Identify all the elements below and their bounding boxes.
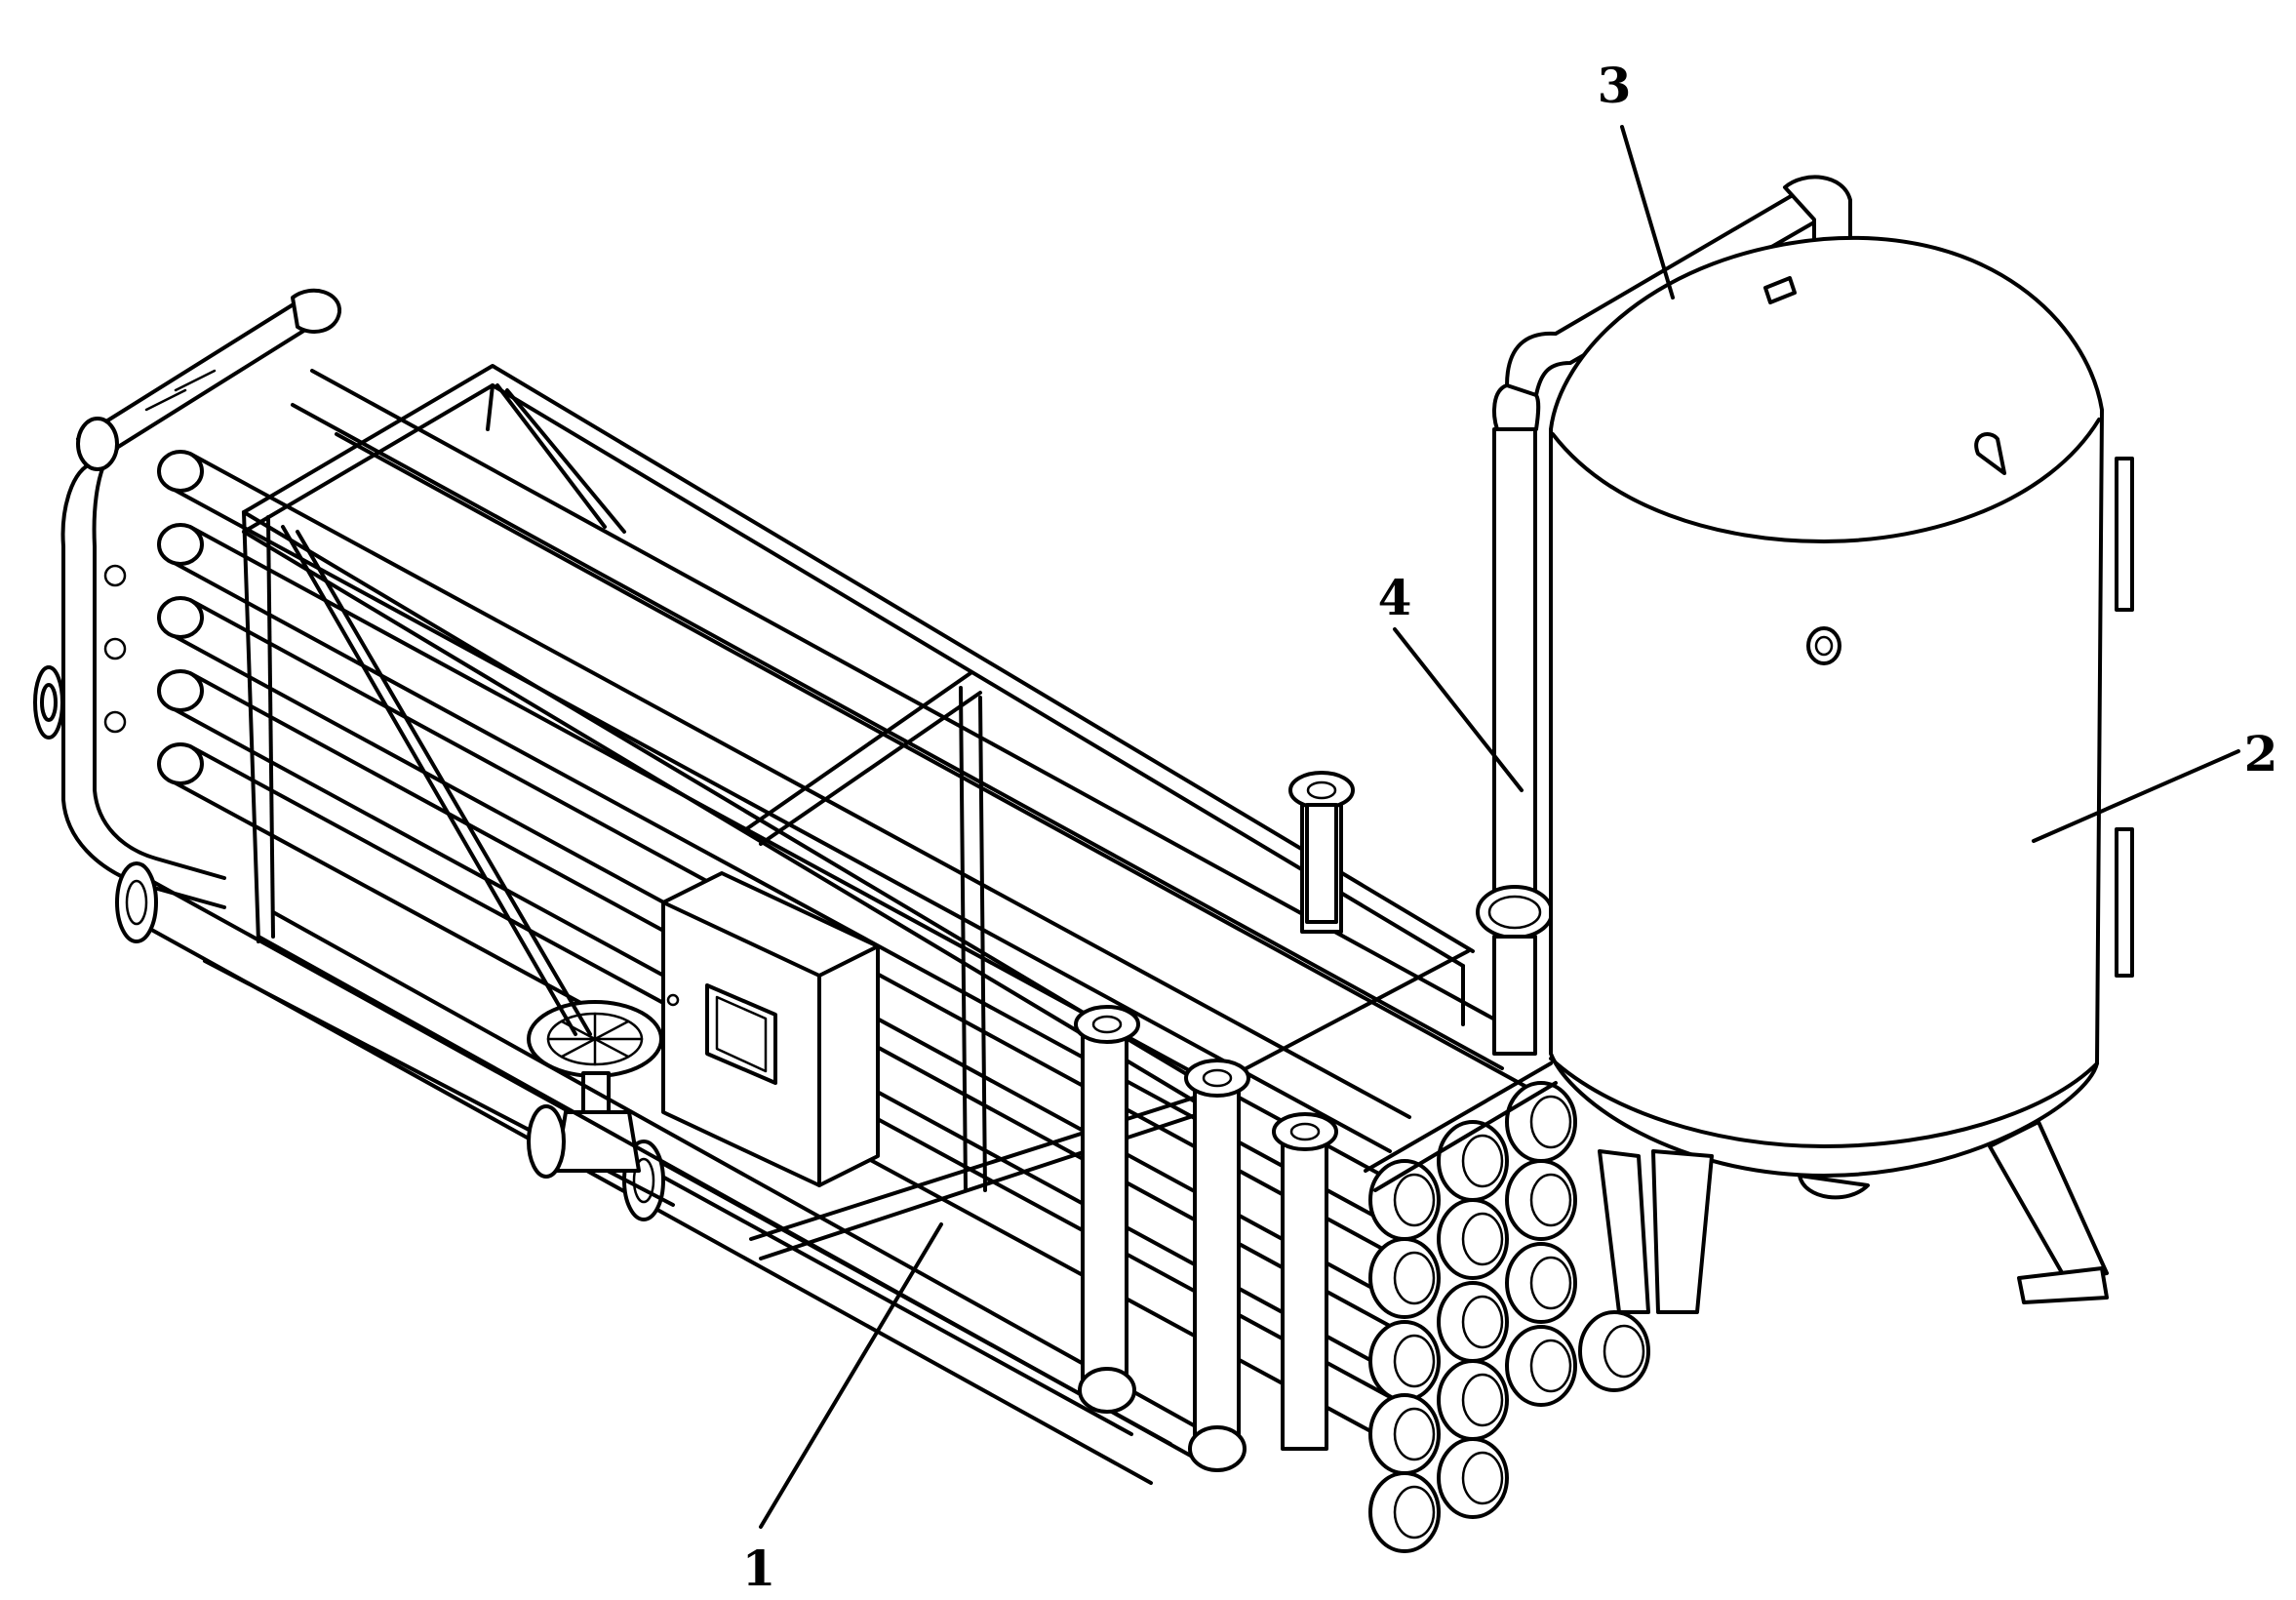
- support-frame: [242, 364, 1475, 1465]
- end-cap-row-5: [1368, 1437, 1509, 1553]
- storage-tank: [1549, 235, 2134, 1314]
- end-cap-row-3: [1368, 1242, 1650, 1402]
- vessel-end-caps: [1364, 1061, 1650, 1553]
- tank-legs: [1598, 1120, 2109, 1314]
- leader-line-4: [1393, 627, 1524, 792]
- control-box: [661, 871, 880, 1187]
- label-part-3: 3: [1598, 57, 1632, 114]
- leader-line-2: [2032, 749, 2240, 843]
- end-cap-row-2: [1368, 1159, 1577, 1319]
- left-end-manifold: [33, 288, 342, 909]
- label-part-2: 2: [2244, 725, 2278, 782]
- leader-lines: [759, 125, 2240, 1529]
- feed-pipe: [115, 861, 1172, 1485]
- label-part-1: 1: [742, 1540, 776, 1597]
- leader-line-1: [759, 1222, 943, 1529]
- leader-line-3: [1620, 125, 1675, 300]
- label-part-4: 4: [1378, 569, 1412, 626]
- vertical-pipe: [1305, 427, 1554, 1056]
- end-cap-row-1: [1368, 1081, 1577, 1241]
